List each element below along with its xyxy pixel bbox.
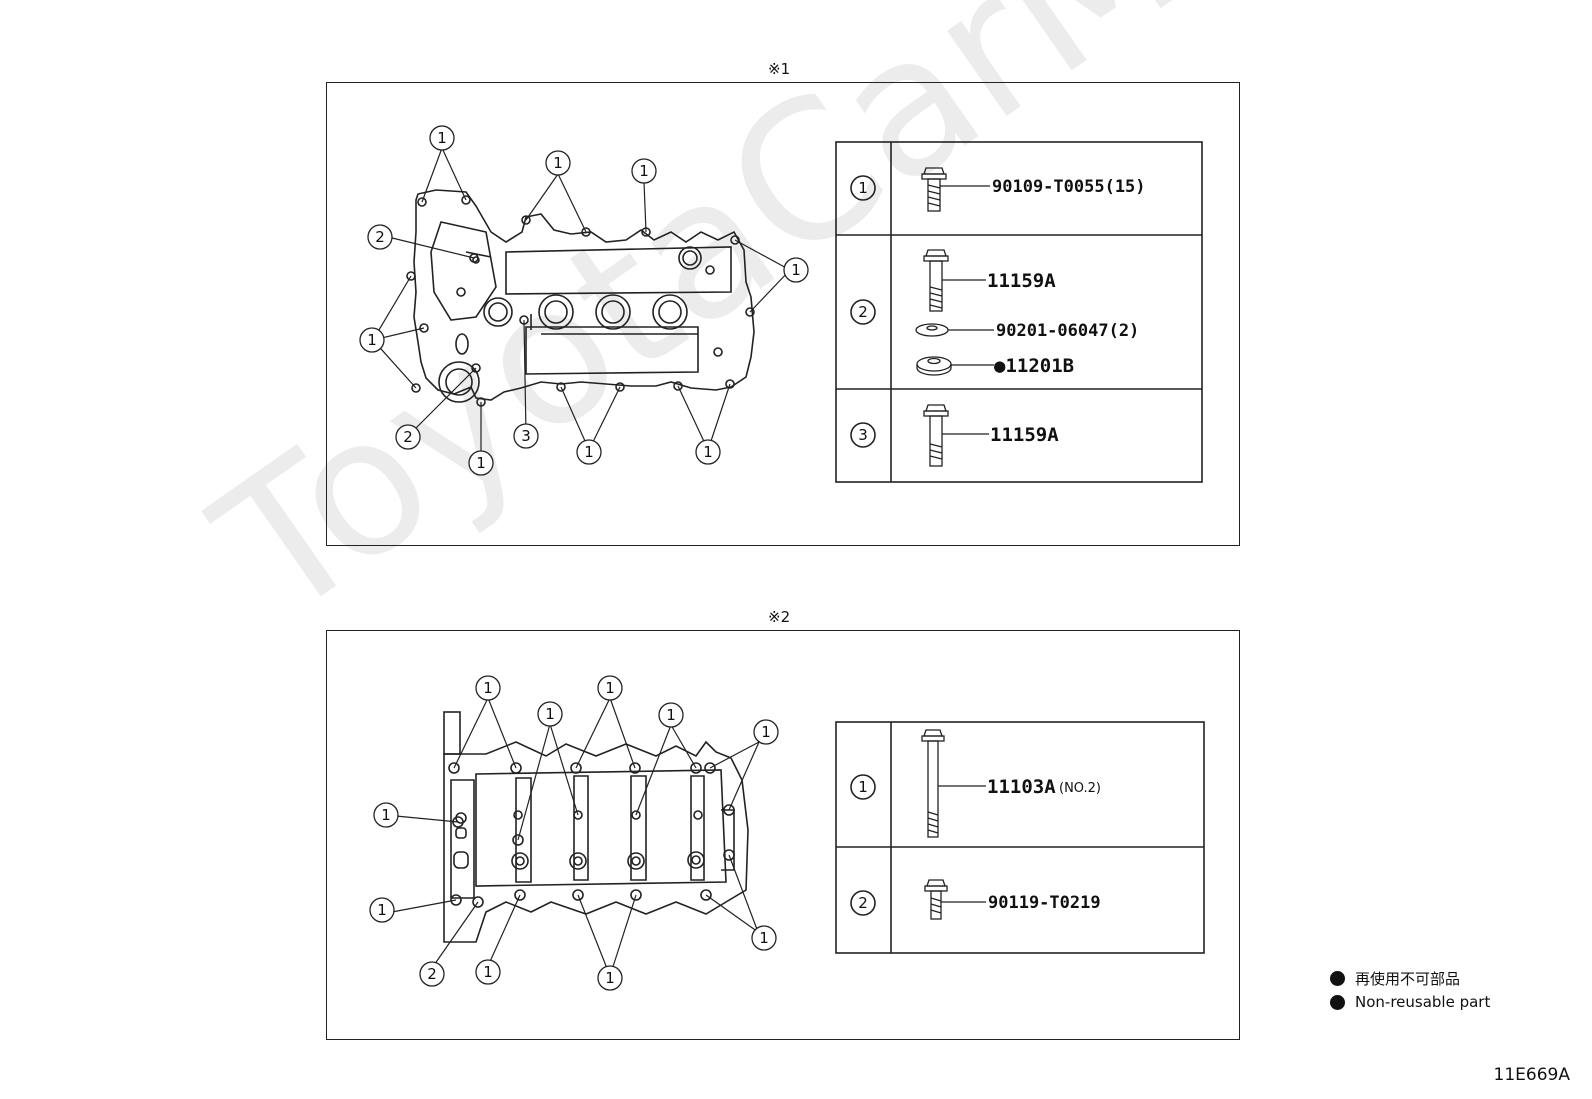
svg-text:1: 1 [381, 806, 391, 824]
cylinder-head-diagram [443, 711, 749, 943]
svg-text:2: 2 [427, 965, 437, 983]
svg-text:1: 1 [367, 331, 377, 349]
callout-group: 1 1 1 1 1 1 1 1 2 2 3 [359, 125, 809, 476]
callout-1-i: 1 [597, 965, 623, 991]
bolt-icon [924, 879, 948, 920]
svg-text:1: 1 [605, 969, 615, 987]
section1-label: ※1 [768, 60, 791, 78]
svg-text:3: 3 [858, 426, 868, 444]
svg-text:1: 1 [483, 963, 493, 981]
non-reusable-dot-icon [1330, 970, 1345, 986]
svg-text:1: 1 [791, 261, 801, 279]
legend-jp-text: 再使用不可部品 [1355, 969, 1461, 988]
svg-text:1: 1 [605, 679, 615, 697]
svg-text:3: 3 [521, 427, 531, 445]
leader-lines [372, 147, 791, 462]
long-bolt-icon [921, 729, 945, 838]
callout-1-f: 1 [373, 802, 399, 828]
callout-1-e: 1 [359, 327, 385, 353]
svg-text:2: 2 [858, 303, 868, 321]
callout-2: 2 [419, 961, 445, 987]
non-reusable-dot-icon [1330, 994, 1345, 1010]
svg-text:90201-06047(2): 90201-06047(2) [996, 321, 1139, 341]
svg-text:1: 1 [639, 162, 649, 180]
cylinder-head-cover-diagram [406, 189, 755, 407]
table1-row-3: 3 11159A [850, 404, 1059, 467]
legend-row-en: Non-reusable part [1330, 990, 1490, 1014]
callout-1-d: 1 [658, 702, 684, 728]
callout-group: 1 1 1 1 1 1 1 1 1 1 2 [369, 675, 779, 991]
svg-text:1: 1 [584, 443, 594, 461]
callout-2-a: 2 [367, 224, 393, 250]
svg-text:2: 2 [375, 228, 385, 246]
bolt-holes [406, 195, 755, 407]
table2-row-2: 2 90119-T0219 [850, 879, 1101, 920]
callout-1-c: 1 [597, 675, 623, 701]
svg-text:11159A: 11159A [990, 424, 1059, 446]
bolt-icon [923, 404, 949, 467]
bolt-icon [923, 249, 949, 312]
svg-text:1: 1 [761, 723, 771, 741]
svg-text:1: 1 [483, 679, 493, 697]
callout-1-h: 1 [695, 439, 721, 465]
callout-1-g: 1 [369, 897, 395, 923]
section2-label: ※2 [768, 608, 791, 626]
section2-panel [326, 630, 1240, 1040]
table1-row-1: 1 90109-T0055(15) [850, 167, 1146, 212]
svg-text:2: 2 [403, 428, 413, 446]
figure-reference-code: 11E669A [1493, 1065, 1570, 1085]
svg-text:2: 2 [858, 894, 868, 912]
washer-icon [915, 323, 949, 337]
svg-text:1: 1 [553, 154, 563, 172]
svg-text:1: 1 [666, 706, 676, 724]
callout-1-j: 1 [751, 925, 777, 951]
legend-en-text: Non-reusable part [1355, 993, 1491, 1011]
callout-1-e: 1 [753, 719, 779, 745]
legend: 再使用不可部品 Non-reusable part [1330, 966, 1490, 1014]
svg-text:(NO.2): (NO.2) [1059, 781, 1101, 796]
svg-text:90119-T0219: 90119-T0219 [988, 893, 1101, 913]
bolt-holes [448, 762, 735, 908]
table2-row-1: 1 11103A (NO.2) [850, 729, 1101, 838]
callout-2-b: 2 [395, 424, 421, 450]
callout-1-a: 1 [429, 125, 455, 151]
callout-1-a: 1 [475, 675, 501, 701]
section2-drawing: 1 1 1 1 1 1 1 1 1 1 2 1 11103A (NO.2) [369, 675, 1205, 991]
gasket-icon [916, 356, 952, 376]
callout-1-h: 1 [475, 959, 501, 985]
svg-text:1: 1 [759, 929, 769, 947]
svg-text:1: 1 [545, 705, 555, 723]
callout-1-d: 1 [783, 257, 809, 283]
svg-text:1: 1 [858, 179, 868, 197]
svg-text:1: 1 [437, 129, 447, 147]
callout-1-b: 1 [545, 150, 571, 176]
svg-text:1: 1 [858, 778, 868, 796]
callout-3: 3 [513, 423, 539, 449]
leader-lines [391, 697, 760, 977]
svg-text:1: 1 [476, 454, 486, 472]
svg-text:1: 1 [703, 443, 713, 461]
section1-panel [326, 82, 1240, 546]
svg-text:11159A: 11159A [987, 270, 1056, 292]
svg-text:90109-T0055(15): 90109-T0055(15) [992, 177, 1146, 197]
legend-row-jp: 再使用不可部品 [1330, 966, 1490, 990]
parts-table-2: 1 11103A (NO.2) 2 90119-T0219 [835, 721, 1205, 954]
bolt-icon [921, 167, 947, 212]
svg-text:1: 1 [377, 901, 387, 919]
parts-table-1: 1 90109-T0055(15) 2 11159A 9 [835, 141, 1203, 483]
section1-drawing: 1 1 1 1 1 1 1 1 2 2 3 1 90109-T0055(15) [359, 125, 1203, 483]
svg-text:11103A: 11103A [987, 776, 1056, 798]
callout-1-b: 1 [537, 701, 563, 727]
svg-text:●11201B: ●11201B [994, 355, 1074, 377]
callout-1-f: 1 [468, 450, 494, 476]
callout-1-g: 1 [576, 439, 602, 465]
callout-1-c: 1 [631, 158, 657, 184]
table1-row-2: 2 11159A 90201-06047(2) ●11201B [850, 249, 1139, 377]
